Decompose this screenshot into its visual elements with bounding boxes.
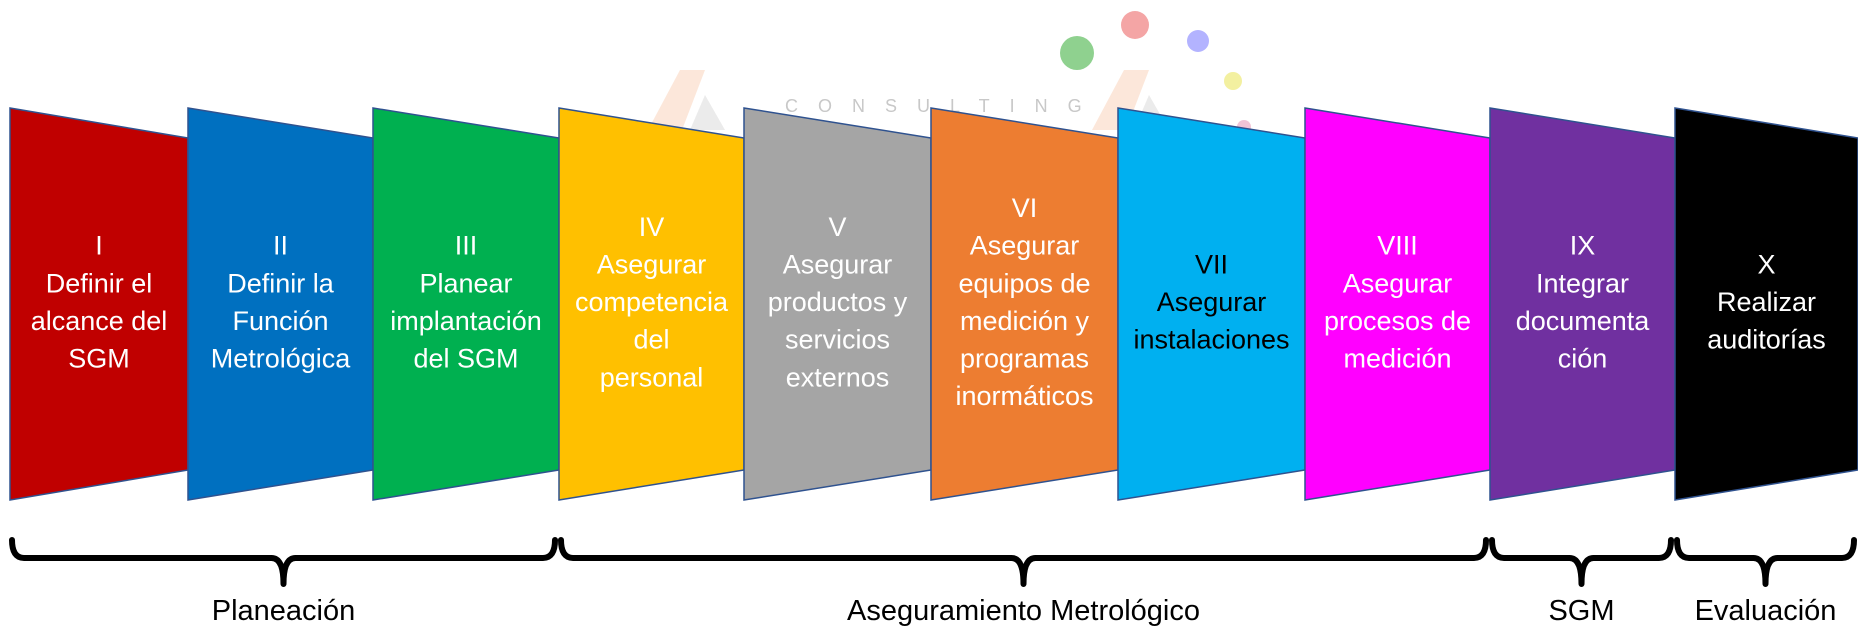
- watermark-logo-left: [648, 70, 705, 130]
- step-4: IV Asegurar competencia del personal: [558, 107, 745, 501]
- step-5-line-5: externos: [786, 362, 890, 392]
- step-5-line-1: V: [828, 212, 846, 242]
- step-6: VI Asegurar equipos de medición y programas i…: [930, 107, 1119, 501]
- consulting-watermark: CONSULTING: [648, 11, 1251, 134]
- step-9: IX Integrar documenta ción: [1489, 107, 1676, 501]
- step-3-line-4: del SGM: [413, 344, 518, 374]
- step-5-line-2: Asegurar: [783, 250, 893, 280]
- phase-4-label: Evaluación: [1695, 595, 1837, 627]
- watermark-dot-green: [1060, 36, 1094, 70]
- step-10-line-2: Realizar: [1717, 287, 1816, 317]
- step-4-line-4: del: [633, 325, 669, 355]
- watermark-dot-yellow: [1224, 72, 1242, 90]
- phase-2-label: Aseguramiento Metrológico: [847, 595, 1200, 627]
- step-6-panel: [930, 107, 1119, 501]
- step-3-panel: [372, 107, 560, 501]
- step-8-panel: [1304, 107, 1491, 501]
- watermark-logo-left-shadow: [690, 95, 725, 130]
- step-8: VIII Asegurar procesos de medición: [1304, 107, 1491, 501]
- step-1-line-2: Definir el: [46, 268, 153, 298]
- phase-1-label: Planeación: [212, 595, 356, 627]
- step-8-line-2: Asegurar: [1343, 268, 1453, 298]
- step-10: X Realizar auditorías: [1674, 107, 1858, 501]
- step-1-panel: [9, 107, 189, 501]
- step-9-line-1: IX: [1570, 231, 1596, 261]
- step-2-line-4: Metrológica: [211, 344, 352, 374]
- step-6-line-4: medición y: [960, 306, 1090, 336]
- phase-1-bracket: [9, 537, 558, 587]
- phase-2: Aseguramiento Metrológico: [558, 537, 1489, 627]
- step-2-line-2: Definir la: [227, 268, 335, 298]
- phase-3-bracket: [1489, 537, 1674, 587]
- phase-3: SGM: [1489, 537, 1674, 627]
- step-4-line-2: Asegurar: [597, 250, 707, 280]
- step-4-line-3: competencia: [575, 287, 729, 317]
- step-10-line-3: auditorías: [1707, 325, 1826, 355]
- step-6-line-1: VI: [1012, 193, 1038, 223]
- step-7-line-2: Asegurar: [1157, 287, 1267, 317]
- phase-1: Planeación: [9, 537, 558, 627]
- step-6-line-5: programas: [960, 344, 1089, 374]
- phase-2-bracket: [558, 537, 1489, 587]
- step-9-line-3: documenta: [1516, 306, 1651, 336]
- step-2-line-3: Función: [232, 306, 328, 336]
- step-1-line-3: alcance del: [31, 306, 168, 336]
- watermark-text: CONSULTING: [785, 96, 1102, 116]
- watermark-dot-red: [1121, 11, 1149, 39]
- step-7: VII Asegurar instalaciones: [1117, 107, 1306, 501]
- phase-4-bracket: [1674, 537, 1857, 587]
- step-3-line-1: III: [455, 231, 478, 261]
- step-9-panel: [1489, 107, 1676, 501]
- phase-3-label: SGM: [1548, 595, 1614, 627]
- watermark-dot-blue: [1187, 30, 1209, 52]
- step-6-line-3: equipos de: [958, 268, 1090, 298]
- step-5: V Asegurar productos y servicios externos: [743, 107, 932, 501]
- step-1-line-4: SGM: [68, 344, 130, 374]
- step-1-line-1: I: [95, 231, 103, 261]
- step-8-line-3: procesos de: [1324, 306, 1471, 336]
- step-8-line-1: VIII: [1377, 231, 1418, 261]
- step-3: III Planear implantación del SGM: [372, 107, 560, 501]
- step-6-line-6: inormáticos: [955, 381, 1093, 411]
- step-5-line-3: productos y: [768, 287, 908, 317]
- step-9-line-4: ción: [1558, 344, 1608, 374]
- step-5-line-4: servicios: [785, 325, 890, 355]
- step-7-line-3: instalaciones: [1133, 325, 1289, 355]
- step-2-line-1: II: [273, 231, 288, 261]
- step-4-line-1: IV: [639, 212, 665, 242]
- step-8-line-4: medición: [1343, 344, 1451, 374]
- step-3-line-3: implantación: [390, 306, 542, 336]
- step-7-line-1: VII: [1195, 250, 1228, 280]
- step-9-line-2: Integrar: [1536, 268, 1629, 298]
- step-10-panel: [1674, 107, 1858, 501]
- step-3-line-2: Planear: [419, 268, 512, 298]
- phase-4: Evaluación: [1674, 537, 1857, 627]
- step-6-line-2: Asegurar: [970, 231, 1080, 261]
- step-4-line-5: personal: [600, 362, 704, 392]
- step-2-panel: [187, 107, 374, 501]
- step-10-line-1: X: [1757, 250, 1775, 280]
- watermark-logo-right: [1092, 70, 1149, 130]
